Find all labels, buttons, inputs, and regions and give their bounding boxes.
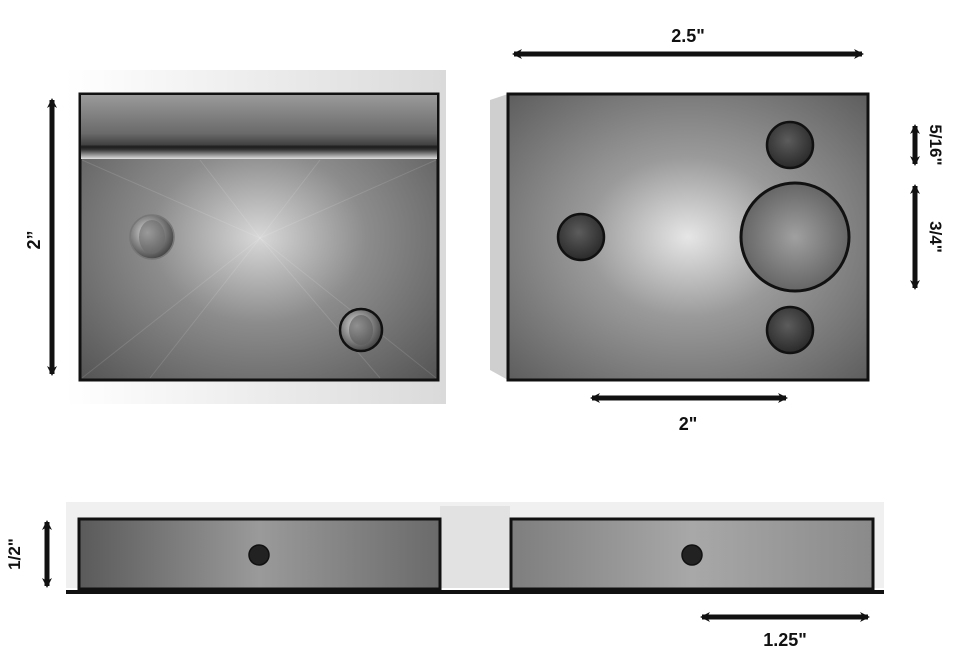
top-left-facets xyxy=(81,159,437,379)
dimension-label-2-5in: 2.5" xyxy=(671,26,705,46)
top-left-strip xyxy=(81,95,437,159)
dimension-label-2in-horizontal: 2" xyxy=(679,414,698,434)
top-right-shadow xyxy=(490,94,508,380)
dimension-top-left-height: 2” xyxy=(24,98,57,376)
bottom-left-hole xyxy=(248,544,270,566)
dimension-label-1-25in: 1.25" xyxy=(763,630,807,650)
dimension-large-hole: 3/4" xyxy=(910,184,945,290)
bottom-gap-shadow xyxy=(440,506,510,588)
top-left-view xyxy=(66,70,446,404)
top-right-view xyxy=(490,92,870,382)
dimension-label-1-2in: 1/2" xyxy=(5,538,24,570)
dimension-label-5-16in: 5/16" xyxy=(926,124,945,165)
dimension-label-3-4in: 3/4" xyxy=(926,221,945,253)
bottom-side-views xyxy=(66,502,884,594)
bottom-right-hole xyxy=(681,544,703,566)
large-hole xyxy=(739,181,851,293)
dimension-small-hole: 5/16" xyxy=(910,124,945,166)
small-hole-bottom xyxy=(765,305,815,355)
small-hole-top xyxy=(765,120,815,170)
dimension-label-2in-vertical: 2” xyxy=(24,230,44,249)
small-hole-left xyxy=(556,212,606,262)
dimension-top-right-width: 2.5" xyxy=(512,26,864,59)
dimension-hole-spacing: 2" xyxy=(590,393,788,434)
dimension-thickness: 1/2" xyxy=(5,520,52,588)
dimension-hole-offset: 1.25" xyxy=(700,612,870,650)
